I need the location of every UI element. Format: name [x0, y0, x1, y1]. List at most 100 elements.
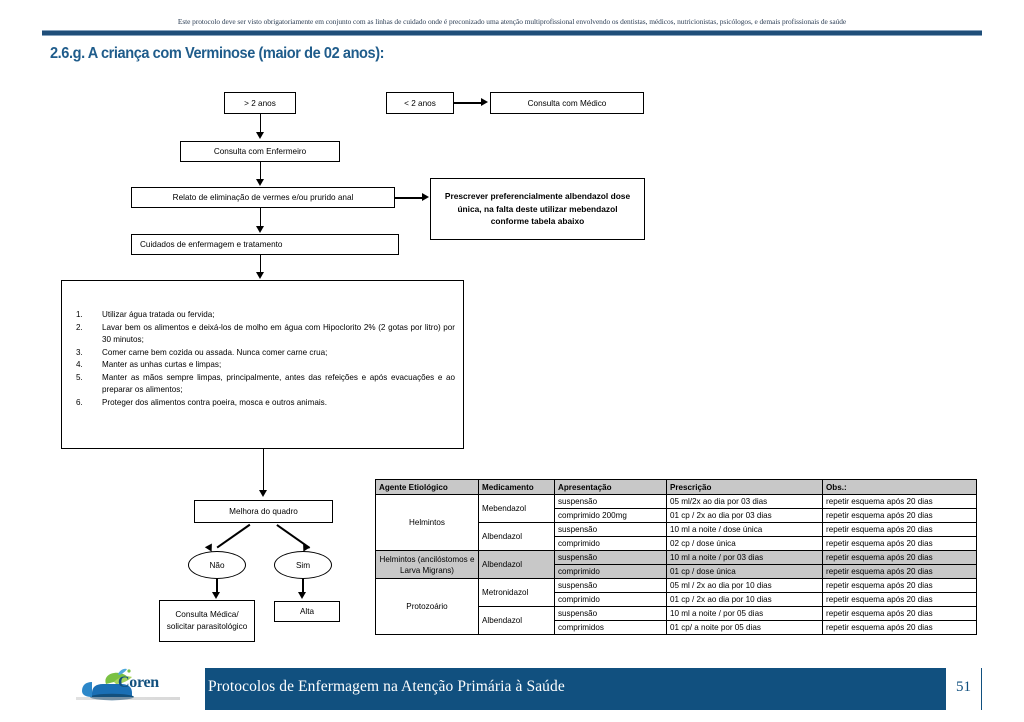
connector-enfermeiro-to-relato: [259, 162, 262, 180]
list-item-text: Lavar bem os alimentos e deixá-los de mo…: [102, 322, 455, 344]
connector-relato-to-cuidados: [259, 208, 262, 227]
table-cell-prescricao: 01 cp/ a noite por 05 dias: [666, 620, 823, 635]
table-cell-obs: repetir esquema após 20 dias: [822, 578, 977, 593]
flow-node-melhora: Melhora do quadro: [194, 500, 333, 523]
flow-node-maior-2-anos: > 2 anos: [224, 92, 296, 114]
table-cell-prescricao: 10 ml a noite / por 05 dias: [666, 606, 823, 621]
medication-table: Agente Etiológico Medicamento Apresentaç…: [375, 479, 977, 635]
connector-relato-to-prescrever: [395, 197, 424, 199]
list-item: 3.Comer carne bem cozida ou assada. Nunc…: [72, 347, 455, 359]
table-cell-medicamento: Mebendazol: [478, 494, 555, 523]
table-cell-apresentacao: comprimido: [554, 536, 667, 551]
table-cell-obs: repetir esquema após 20 dias: [822, 564, 977, 579]
header-note: Este protocolo deve ser visto obrigatori…: [177, 17, 847, 26]
list-item-text: Comer carne bem cozida ou assada. Nunca …: [102, 347, 328, 357]
list-item-number: 5.: [76, 373, 83, 383]
table-cell-apresentacao: comprimidos: [554, 620, 667, 635]
table-cell-medicamento: Albendazol: [478, 550, 555, 579]
table-header-apresentacao: Apresentação: [554, 479, 667, 495]
table-header-agente: Agente Etiológico: [375, 479, 479, 495]
list-item-number: 4.: [76, 360, 83, 370]
table-cell-prescricao: 02 cp / dose única: [666, 536, 823, 551]
connector-sim-to-alta: [302, 579, 304, 593]
orientacoes-list: 1. Utilizar água tratada ou fervida; 2. La…: [72, 309, 455, 410]
flow-node-menor-2-anos: < 2 anos: [386, 92, 454, 114]
flow-node-relato: Relato de eliminação de vermes e/ou prur…: [131, 187, 395, 208]
arrowhead-to-alta: [298, 592, 307, 599]
list-item-number: 6.: [76, 397, 83, 407]
table-cell-obs: repetir esquema após 20 dias: [822, 536, 977, 551]
list-item: 2. Lavar bem os alimentos e deixá-los de …: [72, 322, 455, 346]
flow-node-nao: Não: [188, 551, 246, 579]
list-item-text: Proteger dos alimentos contra poeira, mo…: [102, 397, 327, 407]
table-cell-prescricao: 05 ml/2x ao dia por 03 dias: [666, 494, 823, 509]
table-cell-obs: repetir esquema após 20 dias: [822, 494, 977, 509]
table-cell-prescricao: 10 ml a noite / dose única: [666, 522, 823, 537]
flow-node-consulta-medica-parasitologico: Consulta Médica/ solicitar parasitológic…: [159, 600, 255, 642]
table-row: Helmintos (ancilóstomos e Larva Migrans)…: [375, 550, 977, 579]
table-cell-apresentacao: suspensão: [554, 578, 667, 593]
flow-node-prescrever: Prescrever preferencialmente albendazol …: [430, 178, 645, 240]
table-cell-prescricao: 01 cp / 2x ao dia por 10 dias: [666, 592, 823, 607]
table-header-obs: Obs.:: [822, 479, 977, 495]
table-cell-medicamento: Albendazol: [478, 522, 555, 551]
connector-orientacoes-to-melhora: [262, 449, 265, 491]
table-cell-apresentacao: suspensão: [554, 494, 667, 509]
table-header-prescricao: Prescrição: [666, 479, 823, 495]
list-item: 6. Proteger dos alimentos contra poeira, …: [72, 397, 455, 409]
flow-node-sim: Sim: [274, 551, 332, 579]
table-header-row: Agente Etiológico Medicamento Apresentaç…: [375, 479, 977, 495]
coren-wordmark: Coren: [118, 674, 159, 691]
table-cell-apresentacao: comprimido 200mg: [554, 508, 667, 523]
orientacoes-box: 1. Utilizar água tratada ou fervida; 2. La…: [61, 280, 464, 449]
arrowhead-to-consulta-enfermeiro: [255, 132, 264, 139]
connector-maior2-to-enfermeiro: [259, 114, 262, 133]
table-cell-apresentacao: comprimido: [554, 564, 667, 579]
connector-melhora-to-nao: [216, 524, 251, 549]
table-cell-prescricao: 01 cp / 2x ao dia por 03 dias: [666, 508, 823, 523]
list-item-text: Manter as mãos sempre limpas, principalm…: [102, 373, 455, 395]
table-cell-obs: repetir esquema após 20 dias: [822, 606, 977, 621]
connector-nao-to-consulta-medica: [216, 579, 218, 593]
table-cell-obs: repetir esquema após 20 dias: [822, 508, 977, 523]
footer-title: Protocolos de Enfermagem na Atenção Prim…: [208, 678, 565, 695]
arrowhead-to-consulta-medica: [212, 592, 221, 599]
page-number: 51: [956, 678, 971, 695]
table-cell-medicamento: Metronidazol: [478, 578, 555, 607]
flow-node-consulta-enfermeiro: Consulta com Enfermeiro: [180, 141, 340, 162]
arrowhead-to-orientacoes: [255, 272, 264, 279]
arrowhead-to-relato: [255, 179, 264, 186]
table-cell-prescricao: 10 ml a noite / por 03 dias: [666, 550, 823, 565]
list-item: 5. Manter as mãos sempre limpas, principa…: [72, 372, 455, 396]
table-cell-apresentacao: suspensão: [554, 606, 667, 621]
table-cell-obs: repetir esquema após 20 dias: [822, 620, 977, 635]
list-item: 1. Utilizar água tratada ou fervida;: [72, 309, 455, 321]
header-divider: [42, 30, 982, 36]
arrowhead-to-consulta-medico: [481, 98, 488, 107]
list-item-number: 1.: [76, 310, 83, 319]
table-cell-obs: repetir esquema após 20 dias: [822, 592, 977, 607]
table-cell-prescricao: 01 cp / dose única: [666, 564, 823, 579]
table-cell-medicamento: Albendazol: [478, 606, 555, 635]
table-cell-apresentacao: comprimido: [554, 592, 667, 607]
table-cell-prescricao: 05 ml / 2x ao dia por 10 dias: [666, 578, 823, 593]
coren-tagline-bar: [76, 697, 180, 700]
connector-menor2-to-medico: [454, 102, 483, 104]
table-cell-agente: Helmintos (ancilóstomos e Larva Migrans): [375, 550, 479, 579]
flow-node-consulta-medico: Consulta com Médico: [490, 92, 644, 114]
list-item-text: Utilizar água tratada ou fervida;: [102, 310, 215, 319]
list-item: 4.Manter as unhas curtas e limpas;: [72, 359, 455, 371]
connector-cuidados-to-orientacoes: [259, 255, 262, 273]
page-number-badge: 51: [946, 664, 981, 710]
arrowhead-to-melhora: [258, 490, 267, 497]
table-cell-obs: repetir esquema após 20 dias: [822, 550, 977, 565]
list-item-number: 2.: [76, 322, 83, 332]
table-header-medicamento: Medicamento: [478, 479, 555, 495]
